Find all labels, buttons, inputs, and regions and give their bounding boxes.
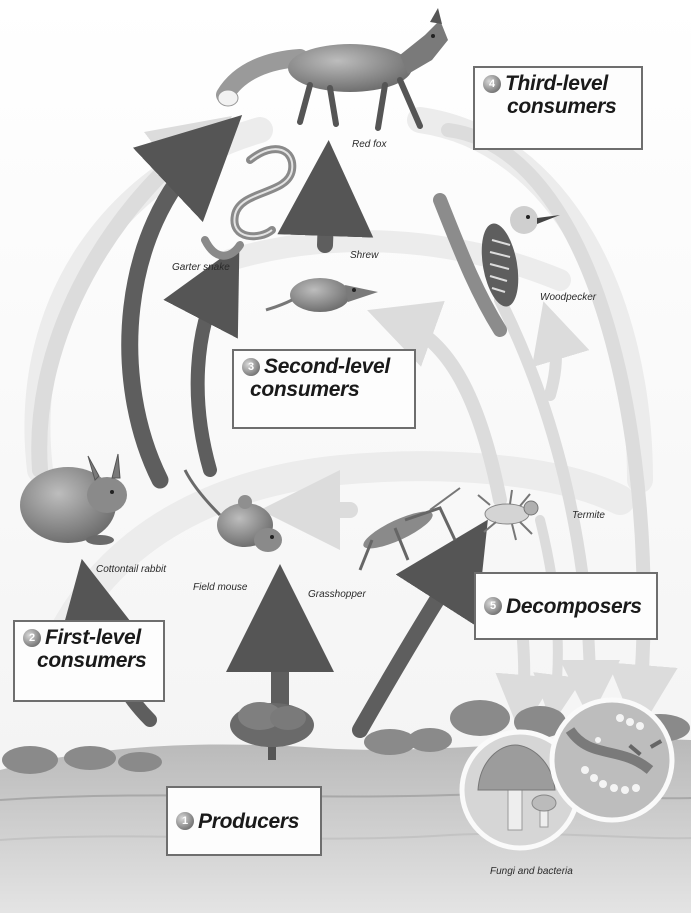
label-termite: Termite — [572, 510, 605, 521]
second-level-title-line2: consumers — [242, 378, 406, 401]
third-level-title-line2: consumers — [483, 95, 633, 118]
label-woodpecker: Woodpecker — [540, 292, 597, 303]
label-garter-snake: Garter snake — [172, 262, 230, 273]
level-5-badge: 5 — [484, 597, 502, 615]
level-1-badge: 1 — [176, 812, 194, 830]
level-4-badge: 4 — [483, 75, 501, 93]
producers-box: 1 Producers — [166, 786, 322, 856]
decomposers-title: Decomposers — [506, 595, 642, 618]
level-2-badge: 2 — [23, 629, 41, 647]
first-level-title-line1: First-level — [45, 626, 141, 649]
label-fungi-bacteria: Fungi and bacteria — [490, 866, 573, 877]
level-3-badge: 3 — [242, 358, 260, 376]
label-cottontail-rabbit: Cottontail rabbit — [96, 564, 167, 575]
label-grasshopper: Grasshopper — [308, 589, 366, 600]
second-level-consumers-box: 3 Second-level consumers — [232, 349, 416, 429]
third-level-title-line1: Third-level — [505, 72, 608, 95]
third-level-consumers-box: 4 Third-level consumers — [473, 66, 643, 150]
producers-title: Producers — [198, 810, 299, 833]
label-red-fox: Red fox — [352, 139, 387, 150]
first-level-title-line2: consumers — [23, 649, 155, 672]
label-field-mouse: Field mouse — [193, 582, 248, 593]
bacteria-illustration — [552, 700, 672, 820]
first-level-consumers-box: 2 First-level consumers — [13, 620, 165, 702]
label-shrew: Shrew — [350, 250, 379, 261]
decomposers-box: 5 Decomposers — [474, 572, 658, 640]
second-level-title-line1: Second-level — [264, 355, 390, 378]
